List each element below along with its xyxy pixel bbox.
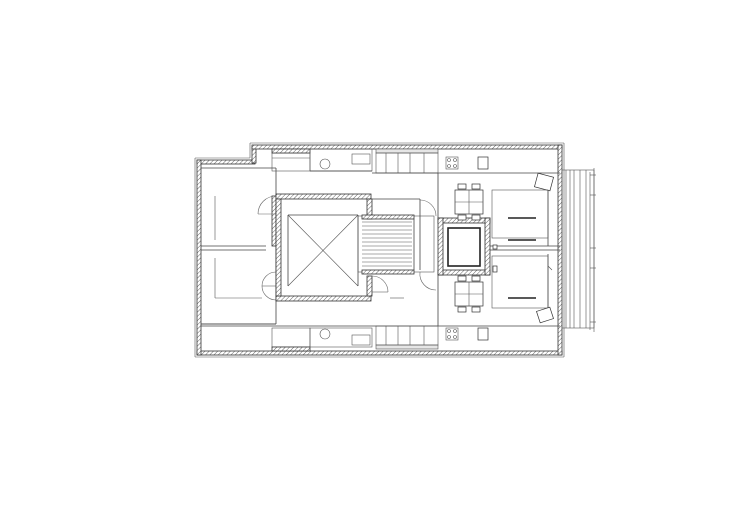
left-rooms bbox=[201, 167, 277, 325]
core-top-wall bbox=[275, 193, 372, 200]
top-wall bbox=[251, 144, 563, 150]
left-wall bbox=[196, 159, 202, 356]
door-swing-left-mid bbox=[261, 271, 277, 287]
bottom-wall bbox=[196, 350, 563, 356]
service-block bbox=[437, 173, 491, 326]
sofa-area-top bbox=[491, 189, 549, 239]
door-swing-core-top-right bbox=[419, 199, 437, 217]
bottom-kitchen-counter bbox=[375, 325, 439, 346]
elevator-shaft bbox=[447, 227, 481, 267]
terrace-outline bbox=[561, 169, 595, 329]
bottom-window-strip bbox=[375, 344, 439, 350]
top-bath bbox=[309, 148, 373, 172]
toilet-top bbox=[319, 158, 331, 170]
bottom-closet bbox=[271, 327, 311, 348]
core-left-wall bbox=[275, 198, 282, 297]
top-band bbox=[271, 148, 560, 192]
central-core bbox=[275, 193, 437, 302]
door-swing-left-low bbox=[261, 285, 277, 301]
stair-treads bbox=[362, 221, 412, 267]
appliance-bottom bbox=[477, 327, 489, 341]
dining-set-top bbox=[454, 183, 484, 221]
appliance-top bbox=[477, 156, 489, 170]
top-window-strip bbox=[375, 148, 439, 154]
armchair-top bbox=[534, 172, 554, 192]
sofa-area-bottom bbox=[491, 255, 549, 309]
bottom-band bbox=[201, 323, 560, 352]
door-swing-core-bottom bbox=[371, 275, 389, 293]
door-swing-core-right bbox=[419, 271, 437, 291]
core-bottom-wall bbox=[275, 295, 372, 302]
top-kitchen-counter bbox=[375, 152, 439, 174]
cooktop-bottom bbox=[445, 327, 459, 341]
top-wall-left bbox=[196, 159, 256, 165]
door-swing-left-top bbox=[257, 195, 277, 215]
armchair-bottom bbox=[536, 306, 554, 324]
staircase bbox=[357, 215, 435, 273]
top-closet bbox=[271, 152, 311, 172]
left-partition-wall bbox=[271, 195, 277, 247]
dining-set-bottom bbox=[454, 275, 484, 313]
right-rooms bbox=[454, 183, 560, 324]
terrace bbox=[561, 168, 596, 332]
bottom-bath bbox=[309, 327, 373, 348]
toilet-bottom bbox=[319, 328, 331, 340]
cooktop-top bbox=[445, 156, 459, 170]
service-wall-bottom bbox=[437, 269, 491, 276]
